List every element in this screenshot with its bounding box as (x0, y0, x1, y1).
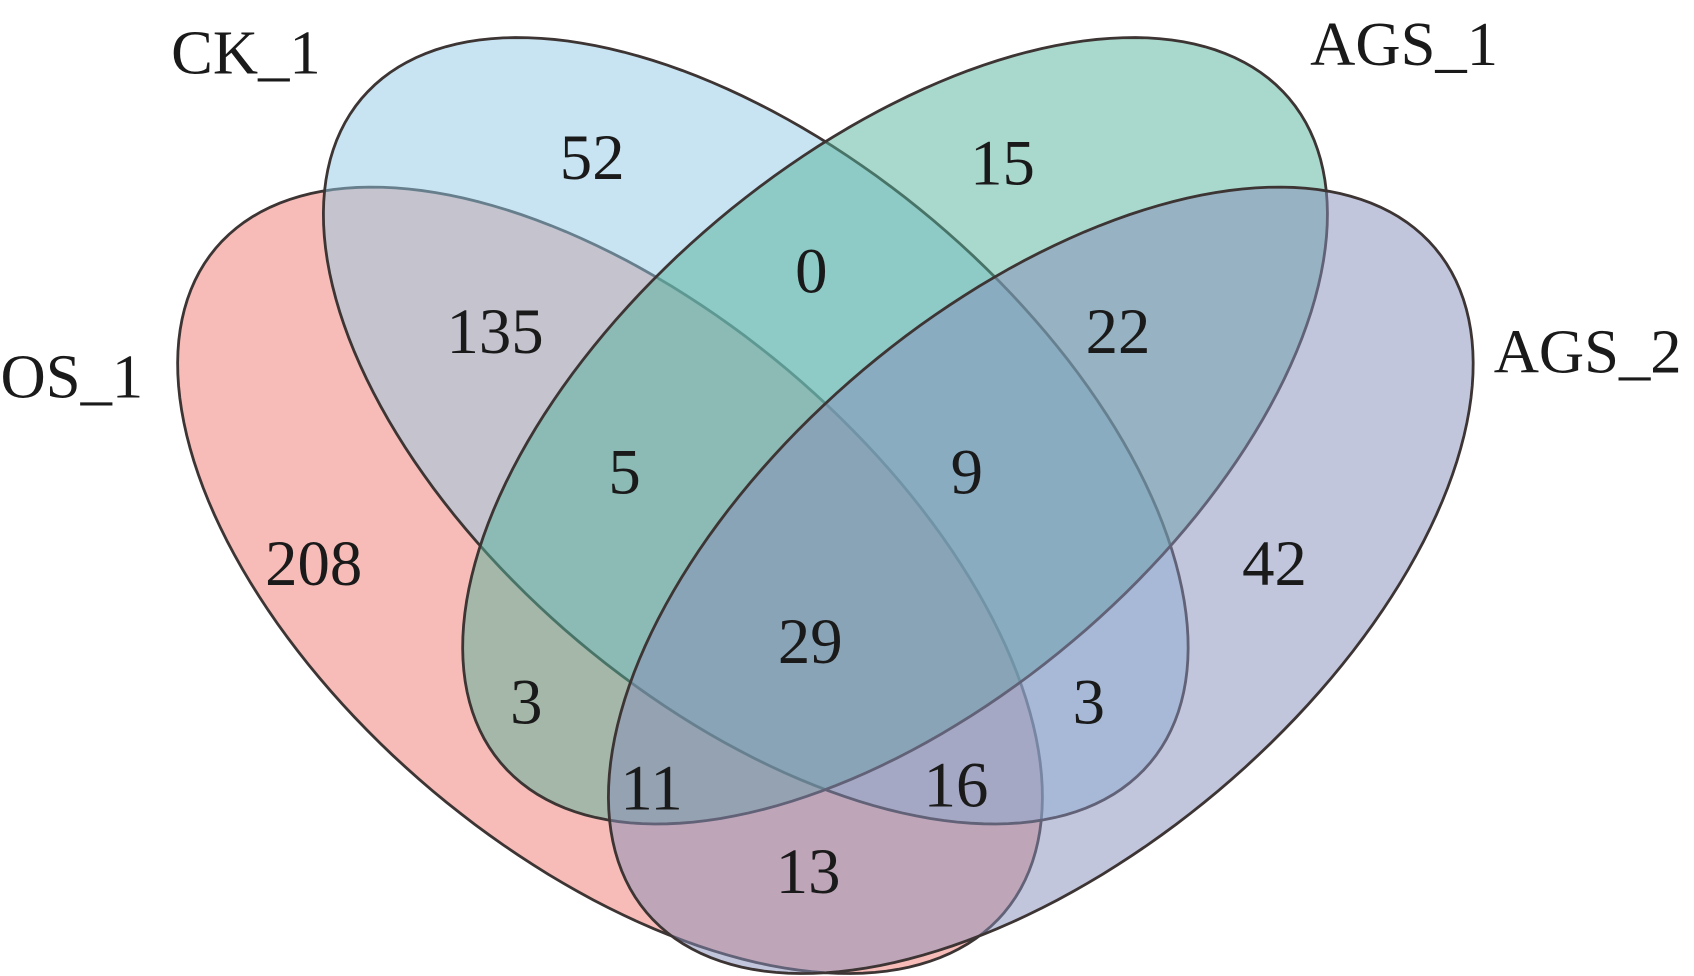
ellipse-ags-2 (607, 185, 1475, 975)
count-os-ck: 135 (446, 296, 543, 368)
count-os-ck-ags1: 5 (608, 436, 640, 508)
count-ags1-only: 15 (970, 128, 1035, 200)
count-ck-ags2: 3 (1073, 666, 1105, 738)
count-ck-ags1-ags2: 9 (951, 436, 983, 508)
count-os-only: 208 (265, 528, 362, 600)
set-label-ags-1: AGS_1 (1310, 9, 1498, 79)
count-os-ags1-ags2: 11 (620, 753, 682, 825)
count-os-ags1: 3 (510, 666, 542, 738)
count-ck-only: 52 (560, 122, 625, 194)
set-label-ck-1: CK_1 (171, 17, 321, 87)
set-label-os-1: OS_1 (1, 341, 144, 411)
set-ellipses (176, 36, 1475, 975)
count-ck-ags1: 0 (795, 236, 827, 308)
count-os-ags2: 13 (776, 836, 841, 908)
count-ags2-only: 42 (1242, 528, 1307, 600)
count-all: 29 (778, 606, 843, 678)
set-label-ags-2: AGS_2 (1494, 316, 1682, 386)
count-ags1-ags2: 22 (1086, 296, 1151, 368)
count-os-ck-ags2: 16 (924, 749, 989, 821)
